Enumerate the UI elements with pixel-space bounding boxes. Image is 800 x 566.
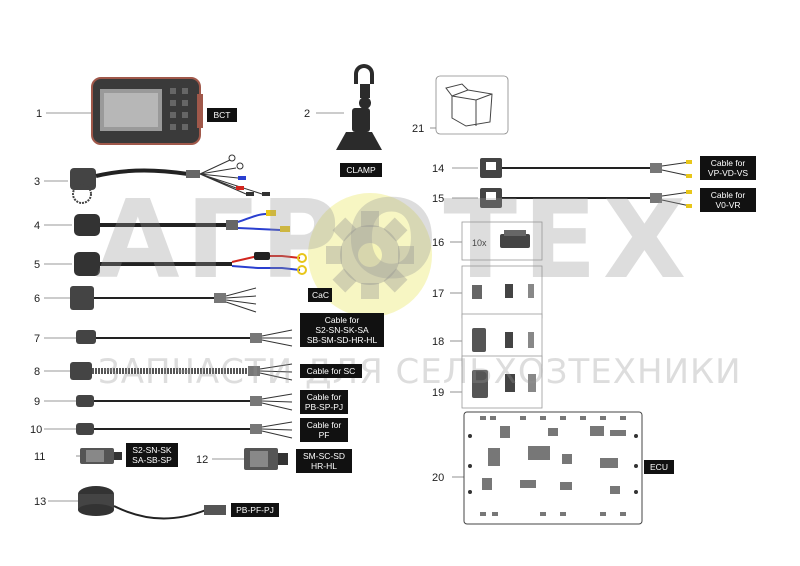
label-pb-pf-pj: PB-PF-PJ <box>231 503 279 517</box>
number-20: 20 <box>432 472 444 484</box>
power-cable-icon <box>74 210 290 236</box>
fused-cable-icon <box>74 252 307 276</box>
number-4: 4 <box>34 220 40 232</box>
part-16-box: 10x <box>461 221 543 261</box>
number-10: 10 <box>30 424 42 436</box>
number-3: 3 <box>34 176 40 188</box>
sensor-cable-icon <box>76 329 293 347</box>
number-16: 16 <box>432 237 444 249</box>
number-13: 13 <box>34 496 46 508</box>
valve-cable-15-icon <box>480 188 692 208</box>
large-sensor-icon <box>244 448 288 470</box>
carton-box-icon <box>435 75 509 135</box>
part-17-box <box>461 265 543 319</box>
pressure-sensor-cable-icon <box>78 486 226 520</box>
watermark-title: АГРОТЕХ <box>96 178 693 303</box>
label-cable-7: Cable for S2-SN-SK-SA SB-SM-SD-HR-HL <box>300 313 384 347</box>
harness-cable-icon <box>70 154 270 204</box>
number-17: 17 <box>432 288 444 300</box>
cable-9-icon <box>76 393 293 411</box>
number-15: 15 <box>432 193 444 205</box>
watermark-gear-icon <box>308 193 432 317</box>
ecu-board-icon <box>463 411 643 525</box>
label-cable-15: Cable for V0-VR <box>700 188 756 212</box>
clamp-icon <box>336 64 382 150</box>
label-sensor-11: S2-SN-SK SA-SB-SP <box>126 443 178 467</box>
number-14: 14 <box>432 163 444 175</box>
label-clamp: CLAMP <box>340 163 382 177</box>
number-1: 1 <box>36 108 42 120</box>
quantity-label: 10x <box>472 238 487 248</box>
number-21: 21 <box>412 123 424 135</box>
label-cac: CaC <box>308 288 332 302</box>
number-18: 18 <box>432 336 444 348</box>
item-numbers: 1 2 3 4 5 6 7 8 9 10 11 12 13 14 15 16 1… <box>30 108 444 508</box>
number-7: 7 <box>34 333 40 345</box>
number-9: 9 <box>34 396 40 408</box>
number-19: 19 <box>432 387 444 399</box>
label-cable-10: Cable for PF <box>300 418 348 442</box>
angled-connector-cable-icon <box>70 286 257 313</box>
watermark-subtitle: ЗАПЧАСТИ ДЛЯ СЕЛЬХОЗТЕХНИКИ <box>98 352 742 392</box>
number-6: 6 <box>34 293 40 305</box>
number-12: 12 <box>196 454 208 466</box>
leader-lines <box>44 112 478 502</box>
number-5: 5 <box>34 259 40 271</box>
label-sensor-12: SM-SC-SD HR-HL <box>296 449 352 473</box>
proximity-sensor-icon <box>80 448 122 464</box>
valve-cable-14-icon <box>480 158 692 178</box>
label-ecu: ECU <box>644 460 674 474</box>
terminal-device-icon <box>91 77 203 145</box>
label-cable-14: Cable for VP-VD-VS <box>700 156 756 180</box>
spiral-cable-icon <box>70 362 293 381</box>
number-2: 2 <box>304 108 310 120</box>
number-8: 8 <box>34 366 40 378</box>
cable-10-icon <box>76 421 293 439</box>
number-11: 11 <box>34 451 45 463</box>
label-cable-9: Cable for PB-SP-PJ <box>300 390 348 414</box>
part-19-box <box>461 355 543 409</box>
label-bct: BCT <box>207 108 237 122</box>
label-cable-8: Cable for SC <box>300 364 362 378</box>
